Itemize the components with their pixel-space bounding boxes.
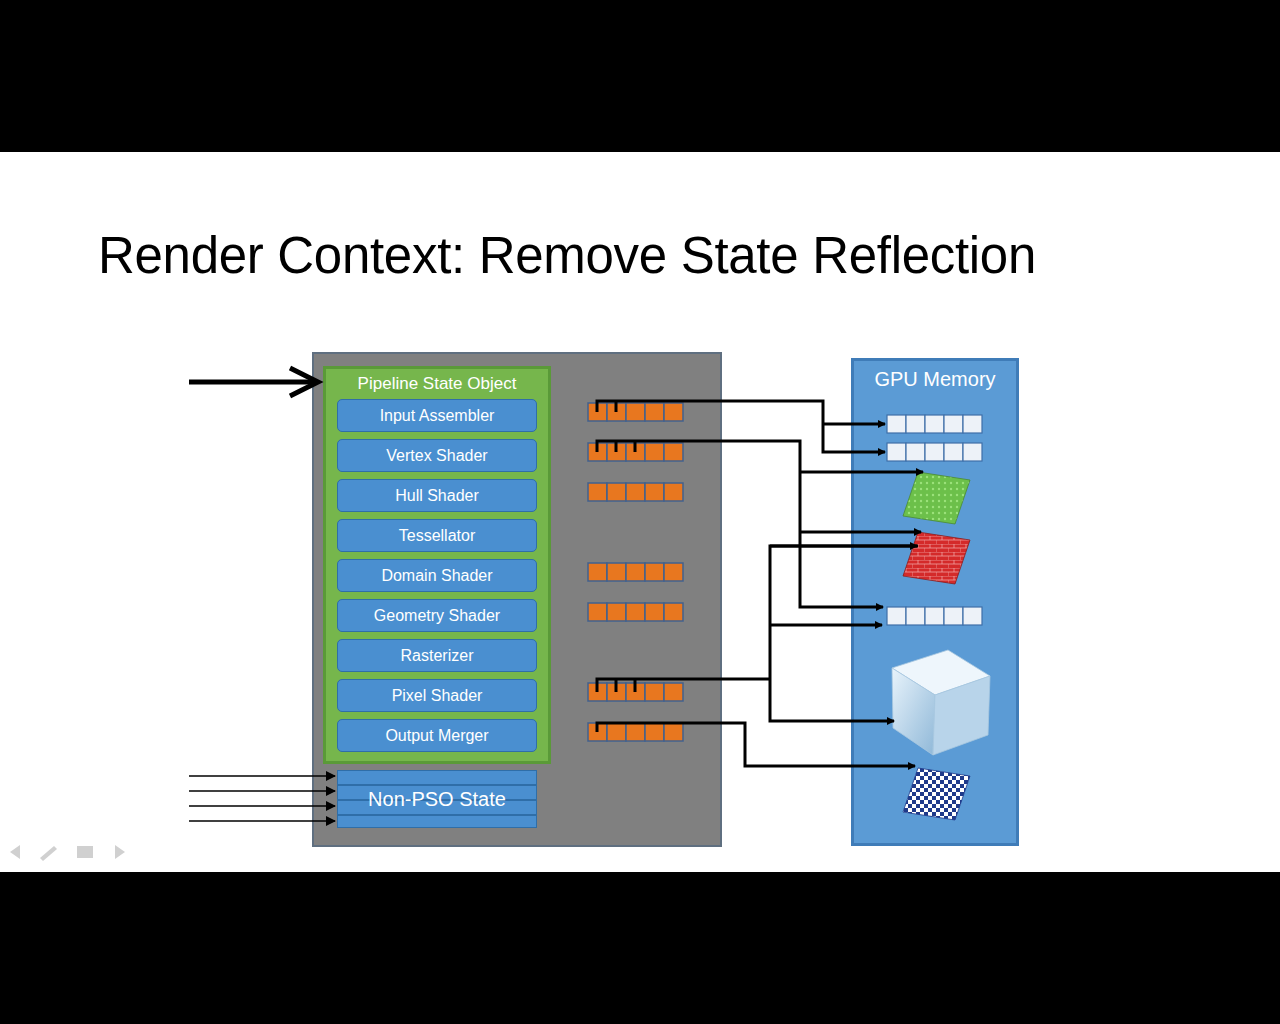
buffer-cell bbox=[944, 607, 963, 625]
buffer-cell bbox=[906, 443, 925, 461]
slot-cell bbox=[664, 443, 683, 461]
buffer-cell bbox=[906, 415, 925, 433]
node-label: Pixel Shader bbox=[392, 687, 483, 705]
slot-cell bbox=[626, 403, 645, 421]
node-label: Hull Shader bbox=[395, 487, 479, 505]
buffer-cell bbox=[963, 415, 982, 433]
slot-cell bbox=[664, 603, 683, 621]
slot-cell bbox=[664, 723, 683, 741]
slot-cell bbox=[664, 403, 683, 421]
slot-cell bbox=[607, 483, 626, 501]
slot-cell bbox=[607, 403, 626, 421]
slide-title: Render Context: Remove State Reflection bbox=[98, 226, 1036, 285]
slot-cell bbox=[645, 443, 664, 461]
slot-cell bbox=[588, 563, 607, 581]
slot-cell bbox=[607, 443, 626, 461]
buffer-cell bbox=[887, 443, 906, 461]
slot-cell bbox=[645, 683, 664, 701]
node-label: Vertex Shader bbox=[386, 447, 487, 465]
slot-cell bbox=[588, 723, 607, 741]
slot-cell bbox=[645, 723, 664, 741]
buffer-cell bbox=[887, 607, 906, 625]
node-label: GPU Memory bbox=[874, 368, 995, 391]
slot-cell bbox=[588, 603, 607, 621]
node-label: Geometry Shader bbox=[374, 607, 500, 625]
render-context-box bbox=[313, 353, 721, 846]
slot-cell bbox=[626, 683, 645, 701]
buffer-cell bbox=[944, 415, 963, 433]
buffer-cell bbox=[925, 415, 944, 433]
buffer-cell bbox=[963, 607, 982, 625]
buffer-cell bbox=[925, 607, 944, 625]
slot-cell bbox=[645, 603, 664, 621]
node-label: Output Merger bbox=[385, 727, 488, 745]
resource-slot-arrays bbox=[588, 403, 683, 741]
slot-cell bbox=[588, 403, 607, 421]
slot-cell bbox=[626, 603, 645, 621]
pipeline-stage-box: Input Assembler bbox=[337, 399, 537, 432]
slot-cell bbox=[588, 443, 607, 461]
slot-cell bbox=[607, 563, 626, 581]
pso-box: Pipeline State ObjectInput AssemblerVert… bbox=[323, 366, 551, 764]
buffer-cell bbox=[944, 443, 963, 461]
pipeline-stage-box: Hull Shader bbox=[337, 479, 537, 512]
pipeline-stage-box: Domain Shader bbox=[337, 559, 537, 592]
slot-cell bbox=[664, 483, 683, 501]
gpu-memory-box: GPU Memory bbox=[851, 358, 1019, 846]
slot-cell bbox=[626, 483, 645, 501]
gpu-memory-resources bbox=[887, 415, 990, 820]
slot-cell bbox=[664, 563, 683, 581]
slot-cell bbox=[588, 683, 607, 701]
slide-nav-icons bbox=[10, 845, 125, 861]
slot-cell bbox=[626, 443, 645, 461]
pipeline-stage-box: Output Merger bbox=[337, 719, 537, 752]
slot-cell bbox=[607, 603, 626, 621]
slot-cell bbox=[626, 723, 645, 741]
pipeline-stage-box: Vertex Shader bbox=[337, 439, 537, 472]
slot-cell bbox=[645, 563, 664, 581]
node-label: Domain Shader bbox=[381, 567, 492, 585]
slot-cell bbox=[607, 683, 626, 701]
buffer-cell bbox=[906, 607, 925, 625]
node-label: Rasterizer bbox=[401, 647, 474, 665]
node-label: Pipeline State Object bbox=[358, 374, 517, 394]
pipeline-stage-box: Geometry Shader bbox=[337, 599, 537, 632]
slot-cell bbox=[588, 483, 607, 501]
pipeline-stage-box: Rasterizer bbox=[337, 639, 537, 672]
pipeline-stage-box: Tessellator bbox=[337, 519, 537, 552]
slot-cell bbox=[645, 403, 664, 421]
input-arrows bbox=[189, 368, 335, 821]
buffer-cell bbox=[887, 415, 906, 433]
slot-cell bbox=[645, 483, 664, 501]
pipeline-stage-box: Pixel Shader bbox=[337, 679, 537, 712]
node-label: Non-PSO State bbox=[368, 788, 506, 811]
non-pso-state-box: Non-PSO State bbox=[337, 770, 537, 828]
buffer-cell bbox=[925, 443, 944, 461]
slot-cell bbox=[607, 723, 626, 741]
buffer-cell bbox=[963, 443, 982, 461]
resource-bindings bbox=[597, 401, 923, 766]
slot-cell bbox=[664, 683, 683, 701]
node-label: Tessellator bbox=[399, 527, 475, 545]
slot-cell bbox=[626, 563, 645, 581]
node-label: Input Assembler bbox=[380, 407, 495, 425]
